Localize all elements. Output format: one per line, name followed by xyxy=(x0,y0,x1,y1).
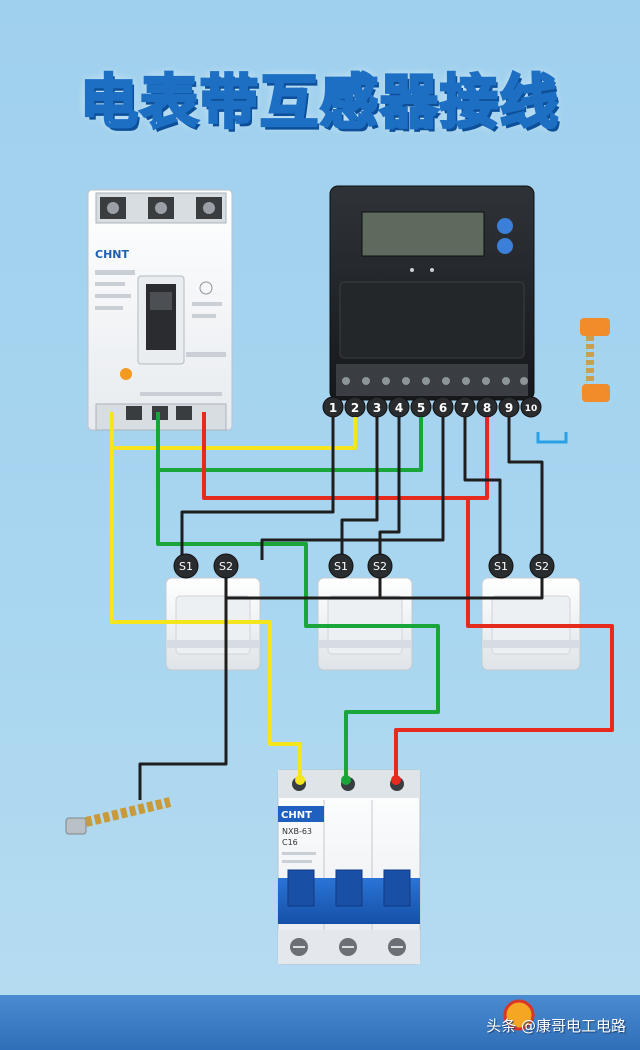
bottom-banner xyxy=(0,995,640,1050)
test-button-icon xyxy=(120,368,132,380)
wire-black-ct1-s2-tap xyxy=(260,417,445,560)
svg-text:S1: S1 xyxy=(494,560,508,573)
svg-text:6: 6 xyxy=(439,401,447,415)
wire-red-meter xyxy=(202,412,489,500)
mcb-rating: C16 xyxy=(282,838,298,847)
terminal-2: 2 xyxy=(344,396,366,418)
svg-text:S1: S1 xyxy=(179,560,193,573)
terminal-1: 1 xyxy=(322,396,344,418)
breaker-top-terminals xyxy=(100,197,222,219)
svg-text:S2: S2 xyxy=(373,560,387,573)
meter-button-icon xyxy=(497,218,513,234)
ct3-s1: S1 xyxy=(488,553,514,579)
mcb-brand: CHNT xyxy=(281,810,312,821)
svg-text:10: 10 xyxy=(525,404,538,414)
terminal-10: 10 xyxy=(520,396,542,418)
wire-green-meter xyxy=(156,412,423,472)
wire-black-s2-common-1 xyxy=(224,576,382,600)
page-title: 电表带互感器接线 xyxy=(78,67,560,138)
svg-text:S2: S2 xyxy=(219,560,233,573)
wire-black-ct3-s1 xyxy=(463,417,502,560)
watermark-text: 头条 @康哥电工电路 xyxy=(486,1017,626,1035)
wire-black-s2-common-2 xyxy=(380,576,544,600)
svg-text:7: 7 xyxy=(461,401,469,415)
terminal-9: 9 xyxy=(498,396,520,418)
copper-braid-icon xyxy=(580,318,610,402)
energy-meter xyxy=(329,185,535,401)
terminal-5: 5 xyxy=(410,396,432,418)
svg-text:4: 4 xyxy=(395,401,403,415)
small-bracket-icon xyxy=(536,432,568,444)
breaker-brand: CHNT xyxy=(95,248,129,261)
terminal-7: 7 xyxy=(454,396,476,418)
svg-text:9: 9 xyxy=(505,401,513,415)
meter-button-icon xyxy=(497,238,513,254)
svg-text:5: 5 xyxy=(417,401,425,415)
svg-text:S2: S2 xyxy=(535,560,549,573)
terminal-6: 6 xyxy=(432,396,454,418)
wire-yellow-load xyxy=(110,448,302,778)
meter-terminal-badges: 1 2 3 4 5 6 7 8 9 10 xyxy=(322,396,542,418)
miniature-circuit-breaker: CHNT NXB-63 C16 xyxy=(277,769,421,965)
ct1-s1: S1 xyxy=(173,553,199,579)
ct1-s2: S2 xyxy=(213,553,239,579)
meter-lcd-display xyxy=(361,211,485,257)
ground-braid-icon xyxy=(65,797,172,835)
wire-black-ct1-s1 xyxy=(180,417,335,560)
wire-black-ground xyxy=(138,598,228,800)
wire-black-ct2-s2 xyxy=(378,417,401,560)
ct2-s1: S1 xyxy=(328,553,354,579)
ct-terminal-badges: S1 S2 S1 S2 S1 S2 xyxy=(173,553,555,579)
terminal-8: 8 xyxy=(476,396,498,418)
terminal-3: 3 xyxy=(366,396,388,418)
main-circuit-breaker: CHNT xyxy=(87,189,233,431)
wire-black-ct3-s2 xyxy=(507,417,544,560)
wire-yellow-meter xyxy=(110,412,357,450)
svg-text:3: 3 xyxy=(373,401,381,415)
watermark-badge-icon xyxy=(503,999,535,1031)
wiring xyxy=(110,412,614,800)
svg-text:8: 8 xyxy=(483,401,491,415)
mcb-model: NXB-63 xyxy=(282,827,312,836)
svg-text:1: 1 xyxy=(329,401,337,415)
wire-red-load xyxy=(394,498,614,778)
svg-text:2: 2 xyxy=(351,401,359,415)
ct2-s2: S2 xyxy=(367,553,393,579)
terminal-4: 4 xyxy=(388,396,410,418)
svg-text:S1: S1 xyxy=(334,560,348,573)
ct3-s2: S2 xyxy=(529,553,555,579)
